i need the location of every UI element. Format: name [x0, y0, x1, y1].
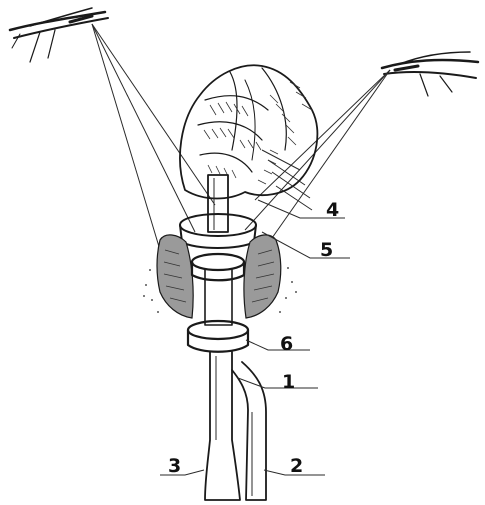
middle-ring: [192, 254, 244, 325]
label-1: 1: [282, 371, 295, 393]
upper-ring: [180, 214, 256, 248]
everted-bowel: [180, 65, 317, 210]
label-4: 4: [326, 199, 339, 221]
label-2: 2: [290, 455, 303, 477]
label-3: 3: [168, 455, 181, 477]
label-6: 6: [280, 333, 293, 355]
lower-tubes: [205, 352, 266, 500]
retractor-clamp-right: [382, 52, 478, 96]
label-5: 5: [320, 239, 333, 261]
central-tube-upper: [208, 175, 228, 232]
retractor-clamp-left: [10, 8, 108, 62]
